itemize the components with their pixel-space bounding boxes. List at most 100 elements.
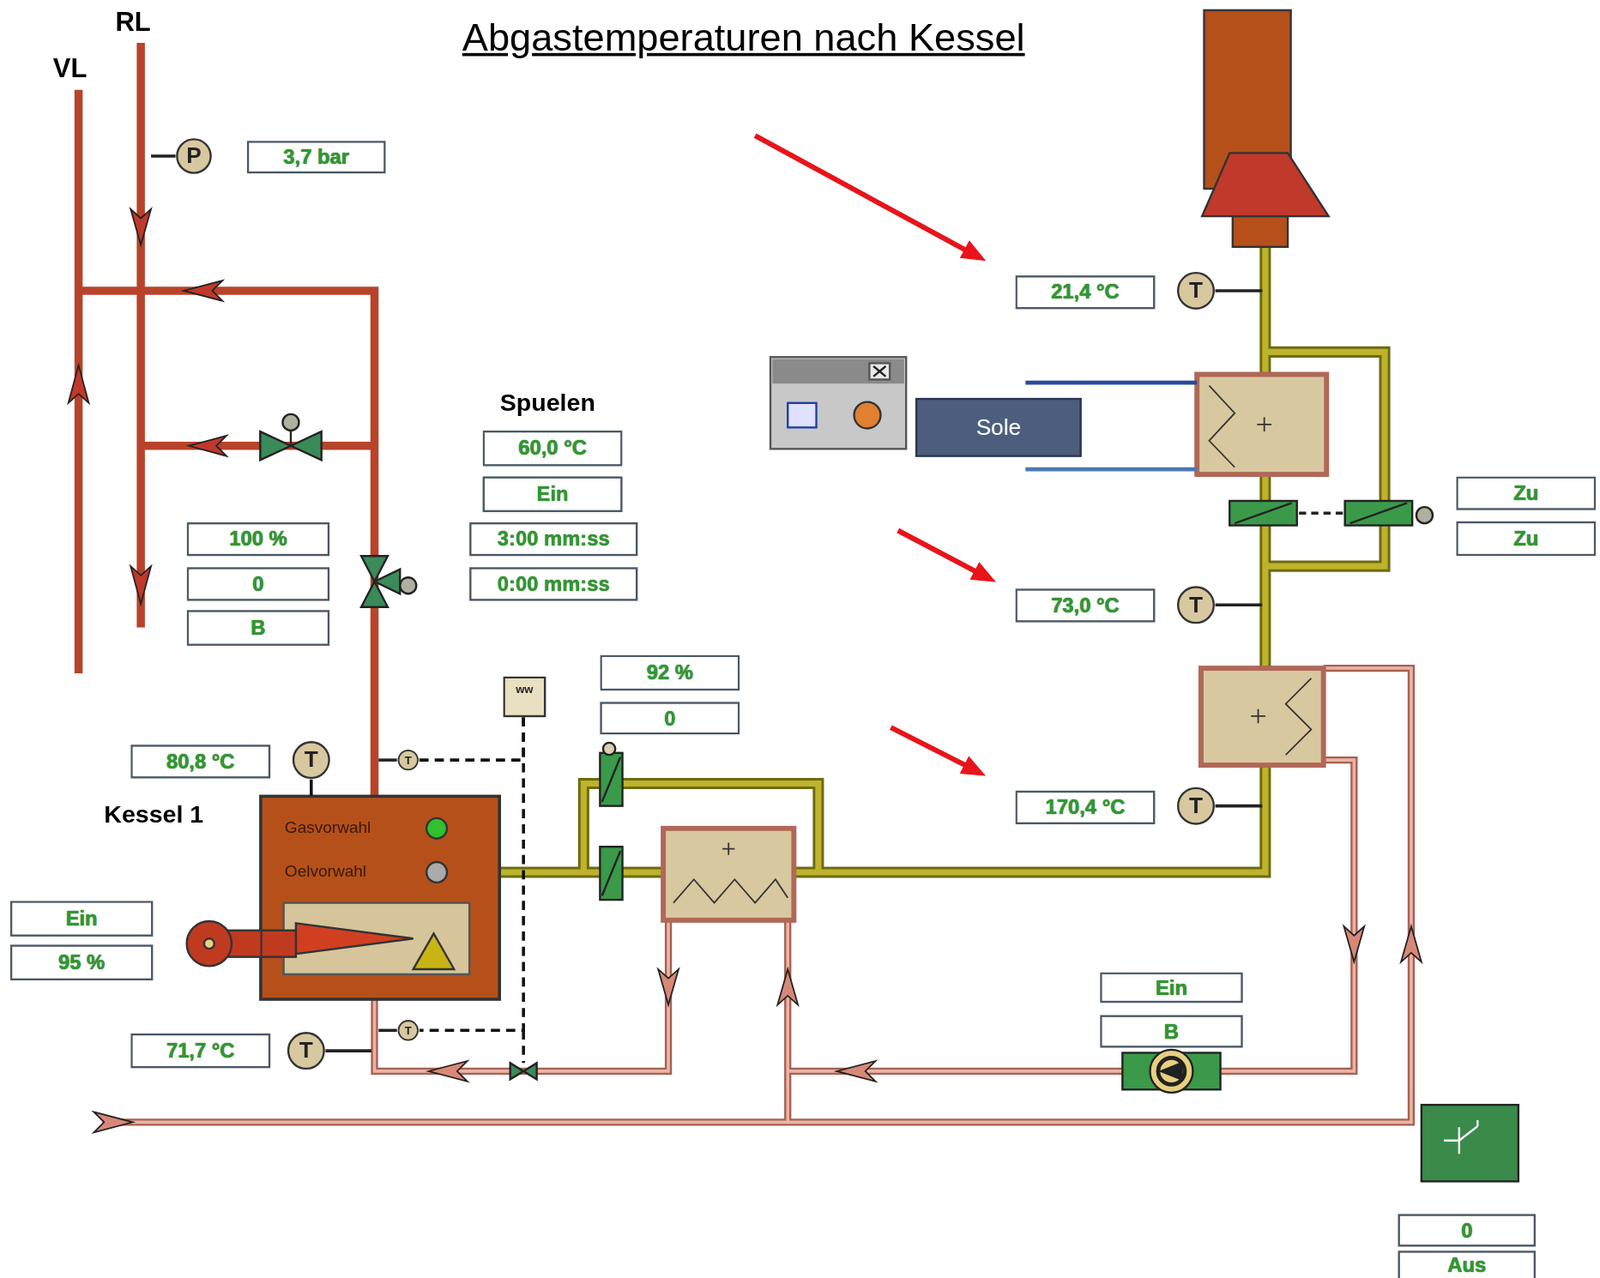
value-box: 3:00 mm:ss xyxy=(469,522,638,556)
boiler-body xyxy=(187,796,501,1001)
flue-damper xyxy=(599,501,1433,900)
valve xyxy=(399,577,417,594)
node-text: 170,4 °C xyxy=(1045,796,1126,820)
value-box: 170,4 °C xyxy=(1014,790,1155,825)
value-box: 0 xyxy=(599,701,740,735)
node-text: T xyxy=(404,1024,412,1037)
node-text: Zu xyxy=(1513,481,1539,505)
node-text: T xyxy=(1189,591,1203,619)
flow-arrow xyxy=(1400,926,1422,963)
flow-arrow xyxy=(68,365,90,404)
flue-damper xyxy=(1350,502,1408,524)
ww-module: ww xyxy=(502,676,546,719)
sole-button: Sole xyxy=(915,398,1082,458)
sensor-lead xyxy=(378,1029,397,1033)
switch-box xyxy=(1421,1104,1519,1182)
sensor-circle xyxy=(398,750,418,771)
value-box: B xyxy=(1099,1014,1244,1048)
flue-damper xyxy=(603,742,616,755)
sensor-symbol: P xyxy=(175,138,213,176)
boiler-body xyxy=(295,923,414,954)
flue-damper xyxy=(1345,501,1413,526)
value-box: Aus xyxy=(1397,1250,1536,1278)
sensor-probe: T xyxy=(397,1019,420,1042)
sensor-circle xyxy=(398,1020,418,1041)
sensor-circle xyxy=(293,742,330,779)
node-text: Ein xyxy=(1155,976,1188,1000)
diagram-title: Abgastemperaturen nach Kessel xyxy=(462,16,1026,61)
sensor-lead xyxy=(325,1049,372,1053)
exchanger-symbol xyxy=(673,386,1311,904)
sensor-lead xyxy=(378,758,397,762)
node-text: P xyxy=(186,143,201,170)
boiler-body xyxy=(426,818,447,840)
pipe-name: VL xyxy=(53,53,88,85)
value-box: 92 % xyxy=(599,655,740,692)
sensor-symbol: T xyxy=(1176,786,1215,826)
node-text: 95 % xyxy=(58,951,105,975)
flow-arrow xyxy=(428,1061,468,1082)
water-pipe xyxy=(136,42,145,628)
flow-arrow xyxy=(130,566,151,604)
pump xyxy=(1149,1050,1193,1093)
callout-arrow xyxy=(960,241,985,260)
node-text: 0 xyxy=(664,706,676,731)
sensor-symbol: T xyxy=(291,741,331,780)
flue-pipe xyxy=(500,244,1266,872)
exchanger-symbol xyxy=(1256,416,1272,432)
flow-arrow xyxy=(1343,926,1365,963)
value-box: 0:00 mm:ss xyxy=(469,567,638,601)
node-text: Ein xyxy=(537,483,569,507)
sensor-lead xyxy=(309,779,314,797)
switch-box xyxy=(1443,1120,1478,1154)
valve xyxy=(290,431,322,460)
node-text: 80,8 °C xyxy=(166,749,236,773)
node-text: 3,7 bar xyxy=(283,144,350,169)
value-box: 100 % xyxy=(187,522,331,556)
value-box: 73,0 °C xyxy=(1014,588,1155,622)
water-pipe xyxy=(140,441,375,451)
flow-arrow xyxy=(777,969,798,1006)
node-text: 0 xyxy=(1461,1219,1473,1243)
control-window xyxy=(770,356,906,449)
control-window xyxy=(772,359,904,385)
flue-damper xyxy=(1416,507,1433,524)
control-line xyxy=(521,1030,526,1063)
boiler-body xyxy=(259,796,501,1001)
node-text: T xyxy=(404,754,412,767)
control-window xyxy=(854,402,882,429)
chimney xyxy=(1201,10,1329,248)
node-text: Aus xyxy=(1447,1254,1486,1278)
control-line xyxy=(419,717,524,1031)
sensor-circle xyxy=(1177,788,1214,825)
control-window xyxy=(787,403,816,429)
return-pipe xyxy=(102,668,1412,1123)
node-text: 0:00 mm:ss xyxy=(497,572,610,596)
flue-pipe xyxy=(500,244,1385,872)
callout-arrow xyxy=(890,727,966,766)
node-text: Zu xyxy=(1513,526,1539,550)
callout-arrow xyxy=(960,757,985,776)
boiler-body xyxy=(283,903,470,975)
flow-arrow xyxy=(836,1061,876,1082)
node-text: T xyxy=(1189,792,1203,820)
value-box: Zu xyxy=(1455,476,1596,510)
boiler-body xyxy=(187,921,232,967)
valve xyxy=(259,431,291,460)
flue-damper xyxy=(599,753,622,807)
group-heading: Spuelen xyxy=(500,388,596,417)
sensor-lead xyxy=(150,156,1262,1051)
flue-pipe xyxy=(500,244,1266,872)
value-box: 95 % xyxy=(10,944,154,981)
sensor-symbol: T xyxy=(1176,271,1215,310)
control-window xyxy=(770,356,906,449)
node-text: 73,0 °C xyxy=(1050,593,1120,617)
chimney xyxy=(1232,216,1288,248)
exchanger-symbol xyxy=(673,879,788,903)
node-text: ww xyxy=(515,682,533,695)
sole-line xyxy=(1025,467,1197,472)
pump xyxy=(1158,1057,1185,1085)
exchanger-symbol xyxy=(1286,678,1312,755)
boiler: Kessel 1GasvorwahlOelvorwahl xyxy=(259,796,501,1001)
value-box: 60,0 °C xyxy=(483,430,623,467)
